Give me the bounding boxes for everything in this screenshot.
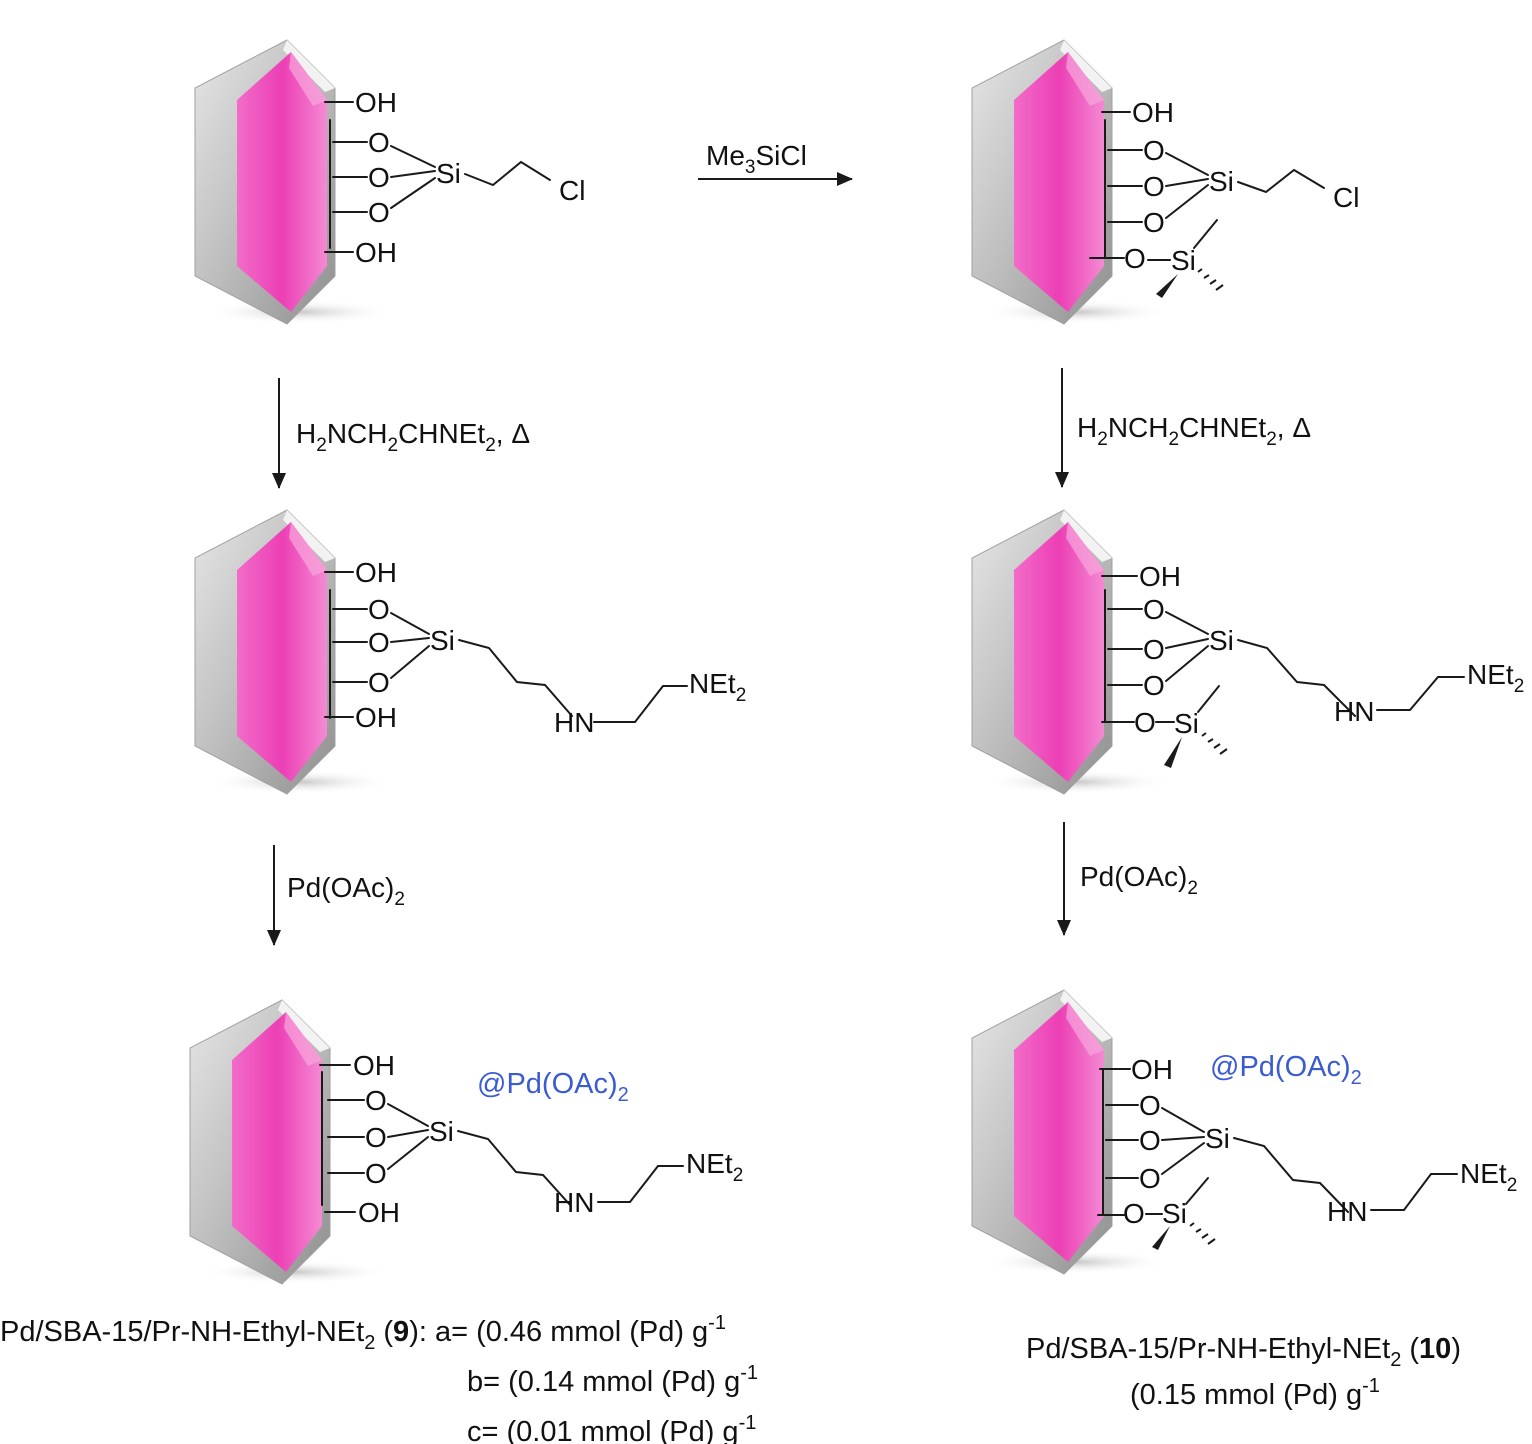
atom-cl: Cl — [559, 175, 585, 206]
atom-o: O — [368, 667, 390, 698]
atom-si: Si — [1174, 708, 1199, 739]
caption-left-name: Pd/SBA-15/Pr-NH-Ethyl-NEt2 (9): a= (0.46… — [0, 1312, 726, 1354]
atom-si: Si — [1205, 1123, 1230, 1154]
atom-oh: OH — [355, 237, 397, 268]
atom-si: Si — [429, 1116, 454, 1147]
caption-right: Pd/SBA-15/Pr-NH-Ethyl-NEt2 (10) (0.15 mm… — [1026, 1333, 1461, 1411]
atom-o: O — [1134, 707, 1156, 738]
atom-o: O — [1124, 243, 1146, 274]
caption-left-loading-c: c= (0.01 mmol (Pd) g-1 — [467, 1412, 756, 1444]
atom-si: Si — [436, 158, 461, 189]
atom-o: O — [1139, 1090, 1161, 1121]
atom-o: O — [365, 1158, 387, 1189]
atom-net2: NEt2 — [1460, 1158, 1517, 1196]
atom-oh: OH — [353, 1050, 395, 1081]
atom-o: O — [1143, 207, 1165, 238]
reagent-labels: Me3SiCl H2NCH2CHNEt2, Δ H2NCH2CHNEt2, Δ … — [287, 140, 1311, 910]
atom-o: O — [368, 594, 390, 625]
silica-particle-face — [1014, 522, 1104, 782]
atom-net2: NEt2 — [686, 1148, 743, 1186]
atom-cl: Cl — [1333, 182, 1359, 213]
atom-oh: OH — [355, 557, 397, 588]
atom-si: Si — [1209, 625, 1234, 656]
atom-hn: HN — [1327, 1196, 1367, 1227]
atom-o: O — [1143, 670, 1165, 701]
structure-chloroethyl-silica: OH O O O OH Si Cl — [194, 39, 585, 325]
atom-oh: OH — [1132, 97, 1174, 128]
reagent-amination-right: H2NCH2CHNEt2, Δ — [1077, 412, 1311, 450]
silica-particle-face — [1014, 1002, 1104, 1262]
atom-hn: HN — [554, 1187, 594, 1218]
arrows — [267, 172, 1071, 946]
silica-particle-face — [1014, 52, 1104, 312]
atom-o: O — [368, 162, 390, 193]
atom-o: O — [365, 1085, 387, 1116]
atom-oh: OH — [1139, 561, 1181, 592]
caption-left: Pd/SBA-15/Pr-NH-Ethyl-NEt2 (9): a= (0.46… — [0, 1312, 758, 1444]
pd-acetate-tag: @Pd(OAc)2 — [1210, 1051, 1362, 1089]
atom-oh: OH — [355, 702, 397, 733]
atom-si: Si — [430, 625, 455, 656]
caption-right-loading: (0.15 mmol (Pd) g-1 — [1130, 1375, 1380, 1411]
atom-net2: NEt2 — [1467, 659, 1524, 697]
atom-o: O — [1139, 1125, 1161, 1156]
atom-o: O — [368, 627, 390, 658]
atom-o: O — [365, 1122, 387, 1153]
reagent-palladation-right: Pd(OAc)2 — [1080, 861, 1198, 899]
atom-si: Si — [1209, 166, 1234, 197]
atom-oh: OH — [1131, 1054, 1173, 1085]
silica-particle-face — [237, 52, 327, 312]
atom-o: O — [1143, 634, 1165, 665]
structure-amine-silica: OH O O O OH Si HN NEt2 — [194, 509, 746, 795]
atom-oh: OH — [355, 87, 397, 118]
atom-si: Si — [1171, 245, 1196, 276]
atom-o: O — [1123, 1198, 1145, 1229]
reagent-palladation-left: Pd(OAc)2 — [287, 872, 405, 910]
atom-net2: NEt2 — [689, 668, 746, 706]
pd-acetate-tag: @Pd(OAc)2 — [477, 1068, 629, 1106]
silica-particle-face — [237, 522, 327, 782]
silica-particle-face — [232, 1012, 322, 1272]
atom-o: O — [368, 127, 390, 158]
atom-o: O — [1143, 594, 1165, 625]
caption-right-name: Pd/SBA-15/Pr-NH-Ethyl-NEt2 (10) — [1026, 1333, 1461, 1371]
reagent-silylation: Me3SiCl — [706, 140, 807, 178]
atom-o: O — [1139, 1163, 1161, 1194]
atom-oh: OH — [358, 1197, 400, 1228]
atom-si: Si — [1162, 1198, 1187, 1229]
caption-left-loading-b: b= (0.14 mmol (Pd) g-1 — [467, 1362, 758, 1398]
atom-o: O — [1143, 171, 1165, 202]
atom-o: O — [368, 197, 390, 228]
structure-pd-catalyst-9: OH O O O OH Si HN NEt2 @Pd(OAc)2 — [189, 999, 743, 1285]
structure-pd-catalyst-10: OH O O O O Si HN NEt2 Si @Pd(OAc)2 — [971, 989, 1517, 1275]
structure-amine-silica-tms: OH O O O O Si HN NEt2 Si — [971, 509, 1524, 795]
atom-hn: HN — [1334, 696, 1374, 727]
atom-o: O — [1143, 135, 1165, 166]
atom-hn: HN — [554, 707, 594, 738]
structure-chloroethyl-silica-tms: OH O O O O Si Cl Si — [971, 39, 1359, 325]
reagent-amination-left: H2NCH2CHNEt2, Δ — [296, 418, 530, 456]
